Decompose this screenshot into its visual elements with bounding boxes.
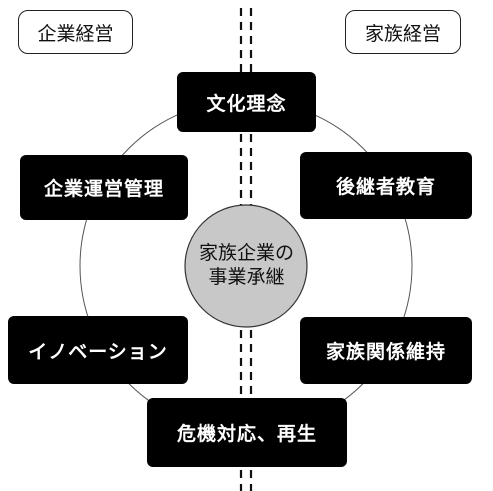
- center-circle: [184, 204, 308, 328]
- center-title-line2: 事業承継: [208, 266, 285, 288]
- corporate-management-label: 企業経営: [18, 10, 133, 54]
- center-title-line1: 家族企業の: [198, 242, 294, 265]
- node-family-relations: 家族関係維持: [300, 317, 472, 384]
- node-culture-philosophy: 文化理念: [177, 72, 316, 132]
- node-successor-education: 後継者教育: [300, 152, 472, 219]
- node-innovation: イノベーション: [8, 316, 188, 384]
- node-crisis-response: 危機対応、再生: [147, 398, 347, 467]
- family-management-label: 家族経営: [345, 10, 461, 54]
- center-title: 家族企業の 事業承継: [186, 236, 307, 296]
- node-corporate-operations: 企業運営管理: [20, 155, 188, 220]
